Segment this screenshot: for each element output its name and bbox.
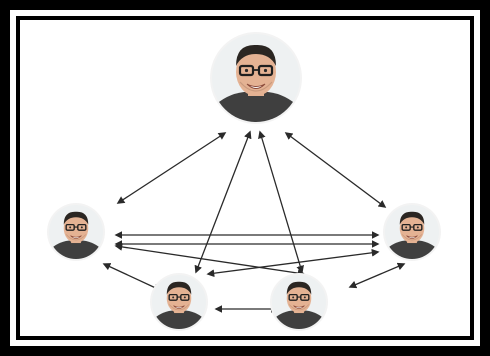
edge-right-to-bottom-right bbox=[348, 262, 406, 289]
face-icon bbox=[49, 211, 103, 259]
network-diagram bbox=[47, 32, 441, 331]
face-icon bbox=[212, 44, 300, 122]
avatar-node-left bbox=[47, 203, 105, 261]
connection-lines bbox=[102, 130, 406, 313]
face-icon bbox=[272, 281, 326, 329]
avatar-node-center-top bbox=[210, 32, 302, 124]
avatar-nodes bbox=[47, 32, 441, 331]
edge-center-top-to-left bbox=[116, 132, 227, 204]
avatar-node-right bbox=[383, 203, 441, 261]
avatar-node-bottom-left bbox=[150, 273, 208, 331]
face-icon bbox=[152, 281, 206, 329]
edge-center-top-to-bottom-right bbox=[258, 130, 304, 274]
edge-right-to-bottom-left bbox=[206, 248, 380, 278]
edge-left-to-bottom-left bbox=[102, 263, 162, 291]
face-icon bbox=[385, 211, 439, 259]
edge-left-to-bottom-right bbox=[114, 243, 306, 277]
edge-center-top-to-bottom-left bbox=[194, 130, 252, 274]
diagram-canvas bbox=[20, 20, 470, 336]
edge-center-top-to-right bbox=[284, 132, 387, 208]
avatar-node-bottom-right bbox=[270, 273, 328, 331]
